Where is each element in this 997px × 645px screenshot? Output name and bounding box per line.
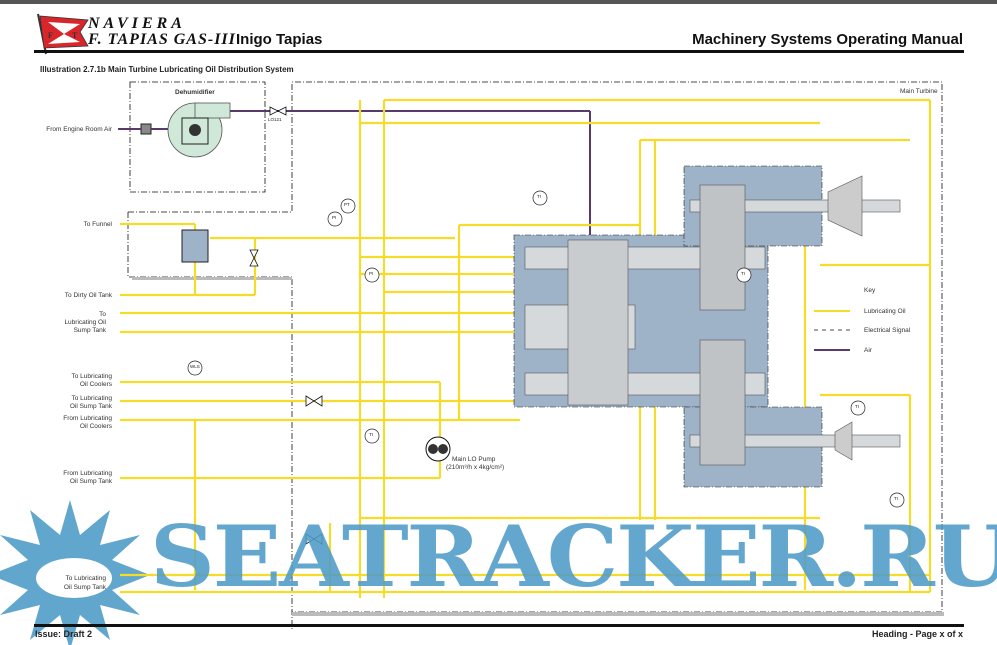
- label-to-lo-coolers: To Lubricating: [72, 373, 113, 380]
- label-to-lo-coolers: Oil Coolers: [80, 381, 113, 388]
- header-divider: [34, 50, 964, 53]
- svg-text:F: F: [48, 31, 53, 40]
- legend: Key Lubricating Oil Electrical Signal Ai…: [814, 287, 911, 354]
- label-sump-tank-1: Lubricating Oil: [64, 319, 106, 326]
- instrument-pi-icon: PI: [364, 267, 380, 283]
- label-to-lo-sump-tank-2: Oil Sump Tank: [64, 584, 107, 591]
- svg-text:PI: PI: [332, 215, 336, 220]
- main-lo-pump-icon[interactable]: [425, 436, 451, 462]
- label-from-lo-coolers: From Lubricating: [63, 415, 112, 422]
- company-logo-flag: F T: [37, 13, 89, 55]
- valve-lo121-icon[interactable]: [269, 106, 287, 116]
- bull-gear: [567, 239, 629, 406]
- hp-turbine-icon: [827, 175, 863, 237]
- instrument-ti-icon: TI: [532, 190, 548, 206]
- label-from-engine-room-air: From Engine Room Air: [46, 126, 113, 133]
- svg-text:T: T: [72, 31, 78, 40]
- gate-valve-icon[interactable]: [305, 395, 323, 407]
- left-labels: From Engine Room Air To Funnel To Dirty …: [46, 126, 113, 591]
- illustration-title: Illustration 2.7.1b Main Turbine Lubrica…: [40, 65, 294, 74]
- svg-text:PI: PI: [369, 271, 373, 276]
- footer-divider: [34, 624, 964, 627]
- svg-text:TI: TI: [537, 194, 541, 199]
- instrument-ti-icon: TI: [736, 267, 752, 283]
- footer-page: Heading - Page x of x: [871, 629, 963, 639]
- label-from-lo-sump-tank: Oil Sump Tank: [70, 478, 113, 485]
- main-turbine-label: Main Turbine: [900, 88, 938, 95]
- label-to-lo-sump-tank-2: To Lubricating: [66, 575, 107, 582]
- valve-tag-lo121: LO121: [268, 117, 282, 122]
- watermark-sunburst: [0, 500, 150, 645]
- legend-label-electrical-signal: Electrical Signal: [864, 327, 911, 334]
- label-sump-tank-1: To: [99, 311, 106, 318]
- instrument-ti-icon: TI: [889, 492, 905, 508]
- instrument-wls-icon: WLS: [187, 360, 203, 376]
- svg-text:TI: TI: [855, 404, 859, 409]
- svg-text:PT: PT: [344, 202, 350, 207]
- dehumidifier-fan: [167, 102, 231, 158]
- main-lo-pump-label: Main LO Pump: [452, 456, 496, 463]
- lp-turbine-icon: [834, 421, 853, 461]
- label-to-lo-sump-tank: Oil Sump Tank: [70, 403, 113, 410]
- label-to-dirty-oil-tank: To Dirty Oil Tank: [65, 292, 113, 299]
- brand-name: NAVIERA F. TAPIAS GAS-III: [88, 16, 236, 48]
- svg-text:TI: TI: [369, 432, 373, 437]
- brand-line-1: NAVIERA: [88, 15, 186, 32]
- svg-text:TI: TI: [741, 271, 745, 276]
- window-top-border: [0, 0, 997, 4]
- label-to-funnel: To Funnel: [83, 221, 112, 228]
- instrument-ti-icon: TI: [364, 428, 380, 444]
- label-from-lo-coolers: Oil Coolers: [80, 423, 113, 430]
- instrument-pi-icon: PI: [327, 211, 343, 227]
- drain-tank: [181, 229, 209, 263]
- svg-text:TI: TI: [894, 496, 898, 501]
- label-from-lo-sump-tank: From Lubricating: [63, 470, 112, 477]
- manual-title: Machinery Systems Operating Manual: [692, 31, 963, 48]
- company-name: Inigo Tapias: [236, 31, 323, 48]
- drain-valve-icon[interactable]: [249, 249, 259, 267]
- watermark-text: SEATRACKER.RU: [150, 507, 997, 606]
- label-sump-tank-1: Sump Tank: [74, 327, 107, 334]
- footer-issue: Issue: Draft 2: [35, 629, 93, 639]
- legend-label-lubricating-oil: Lubricating Oil: [864, 308, 906, 315]
- gate-valve-icon[interactable]: [305, 533, 323, 545]
- dehumidifier-boundary: [129, 81, 266, 193]
- brand-line-2: F. TAPIAS GAS-III: [88, 31, 236, 48]
- label-to-lo-sump-tank: To Lubricating: [72, 395, 113, 402]
- svg-text:WLS: WLS: [190, 364, 200, 369]
- dehumidifier-label: Dehumidifier: [175, 89, 215, 96]
- instrument-ti-icon: TI: [850, 400, 866, 416]
- legend-label-air: Air: [864, 347, 873, 354]
- air-filter-icon: [140, 123, 152, 135]
- legend-title: Key: [864, 287, 876, 294]
- main-lo-pump-spec: (210m³/h x 4kg/cm²): [446, 464, 504, 471]
- instrument-pt-icon: PT: [340, 198, 356, 214]
